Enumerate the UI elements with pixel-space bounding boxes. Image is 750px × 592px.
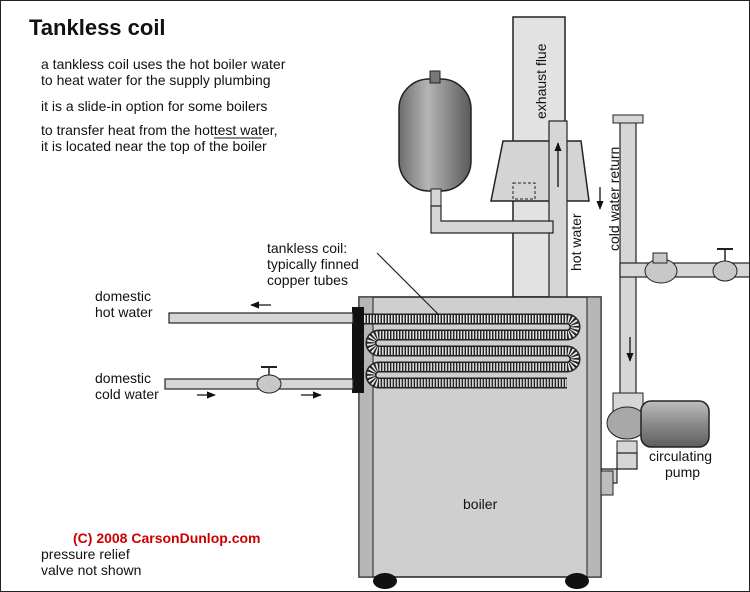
coil-leader-line xyxy=(376,252,440,316)
diagram-title: Tankless coil xyxy=(29,15,166,40)
draft-opening xyxy=(512,182,536,200)
copyright-text: (C) 2008 CarsonDunlop.com xyxy=(73,530,260,546)
tank-valve xyxy=(429,70,441,84)
draft-hood xyxy=(490,140,590,202)
note-1-line-1: a tankless coil uses the hot boiler wate… xyxy=(41,56,286,72)
note-3-line-1: to transfer heat from the hottest water, xyxy=(41,122,278,138)
note-2-line-1: it is a slide-in option for some boilers xyxy=(41,98,267,114)
domestic-hot-water-pipe xyxy=(168,312,354,324)
domestic-hot-label-line-1: domestic xyxy=(95,288,151,304)
hot-water-label: hot water xyxy=(568,213,584,271)
coil-label-line-3: copper tubes xyxy=(267,272,348,288)
coil-label-line-2: typically finned xyxy=(267,256,359,272)
expansion-tank xyxy=(398,78,472,192)
cold-water-valve xyxy=(256,374,282,394)
tank-connector-pipe xyxy=(430,205,554,234)
exhaust-flue-label: exhaust flue xyxy=(533,43,549,119)
boiler-foot-left xyxy=(373,573,397,589)
prv-bonnet xyxy=(652,252,668,264)
domestic-hot-label-line-2: hot water xyxy=(95,304,153,320)
pump-motor xyxy=(640,400,710,448)
makeup-shutoff-valve xyxy=(712,260,738,282)
boiler-right-jacket xyxy=(586,296,602,578)
return-cap xyxy=(612,114,644,124)
note-3-line-2: it is located near the top of the boiler xyxy=(41,138,267,154)
relief-note-line-2: valve not shown xyxy=(41,562,141,578)
relief-note-line-1: pressure relief xyxy=(41,546,130,562)
coil-fins xyxy=(364,315,579,387)
tankless-coil xyxy=(364,313,581,389)
boiler-label: boiler xyxy=(463,496,498,512)
note-1-line-2: to heat water for the supply plumbing xyxy=(41,72,271,88)
boiler-foot-right xyxy=(565,573,589,589)
pump-label-line-2: pump xyxy=(665,464,700,480)
cold-water-return-pipe xyxy=(619,118,637,398)
cold-water-return-label: cold water return xyxy=(606,147,622,251)
pump-label-line-1: circulating xyxy=(649,448,712,464)
coil-label-line-1: tankless coil: xyxy=(267,240,347,256)
coil-flange-plate xyxy=(352,307,364,393)
domestic-cold-label-line-2: cold water xyxy=(95,386,159,402)
domestic-cold-label-line-1: domestic xyxy=(95,370,151,386)
return-inlet-fitting xyxy=(600,470,614,496)
